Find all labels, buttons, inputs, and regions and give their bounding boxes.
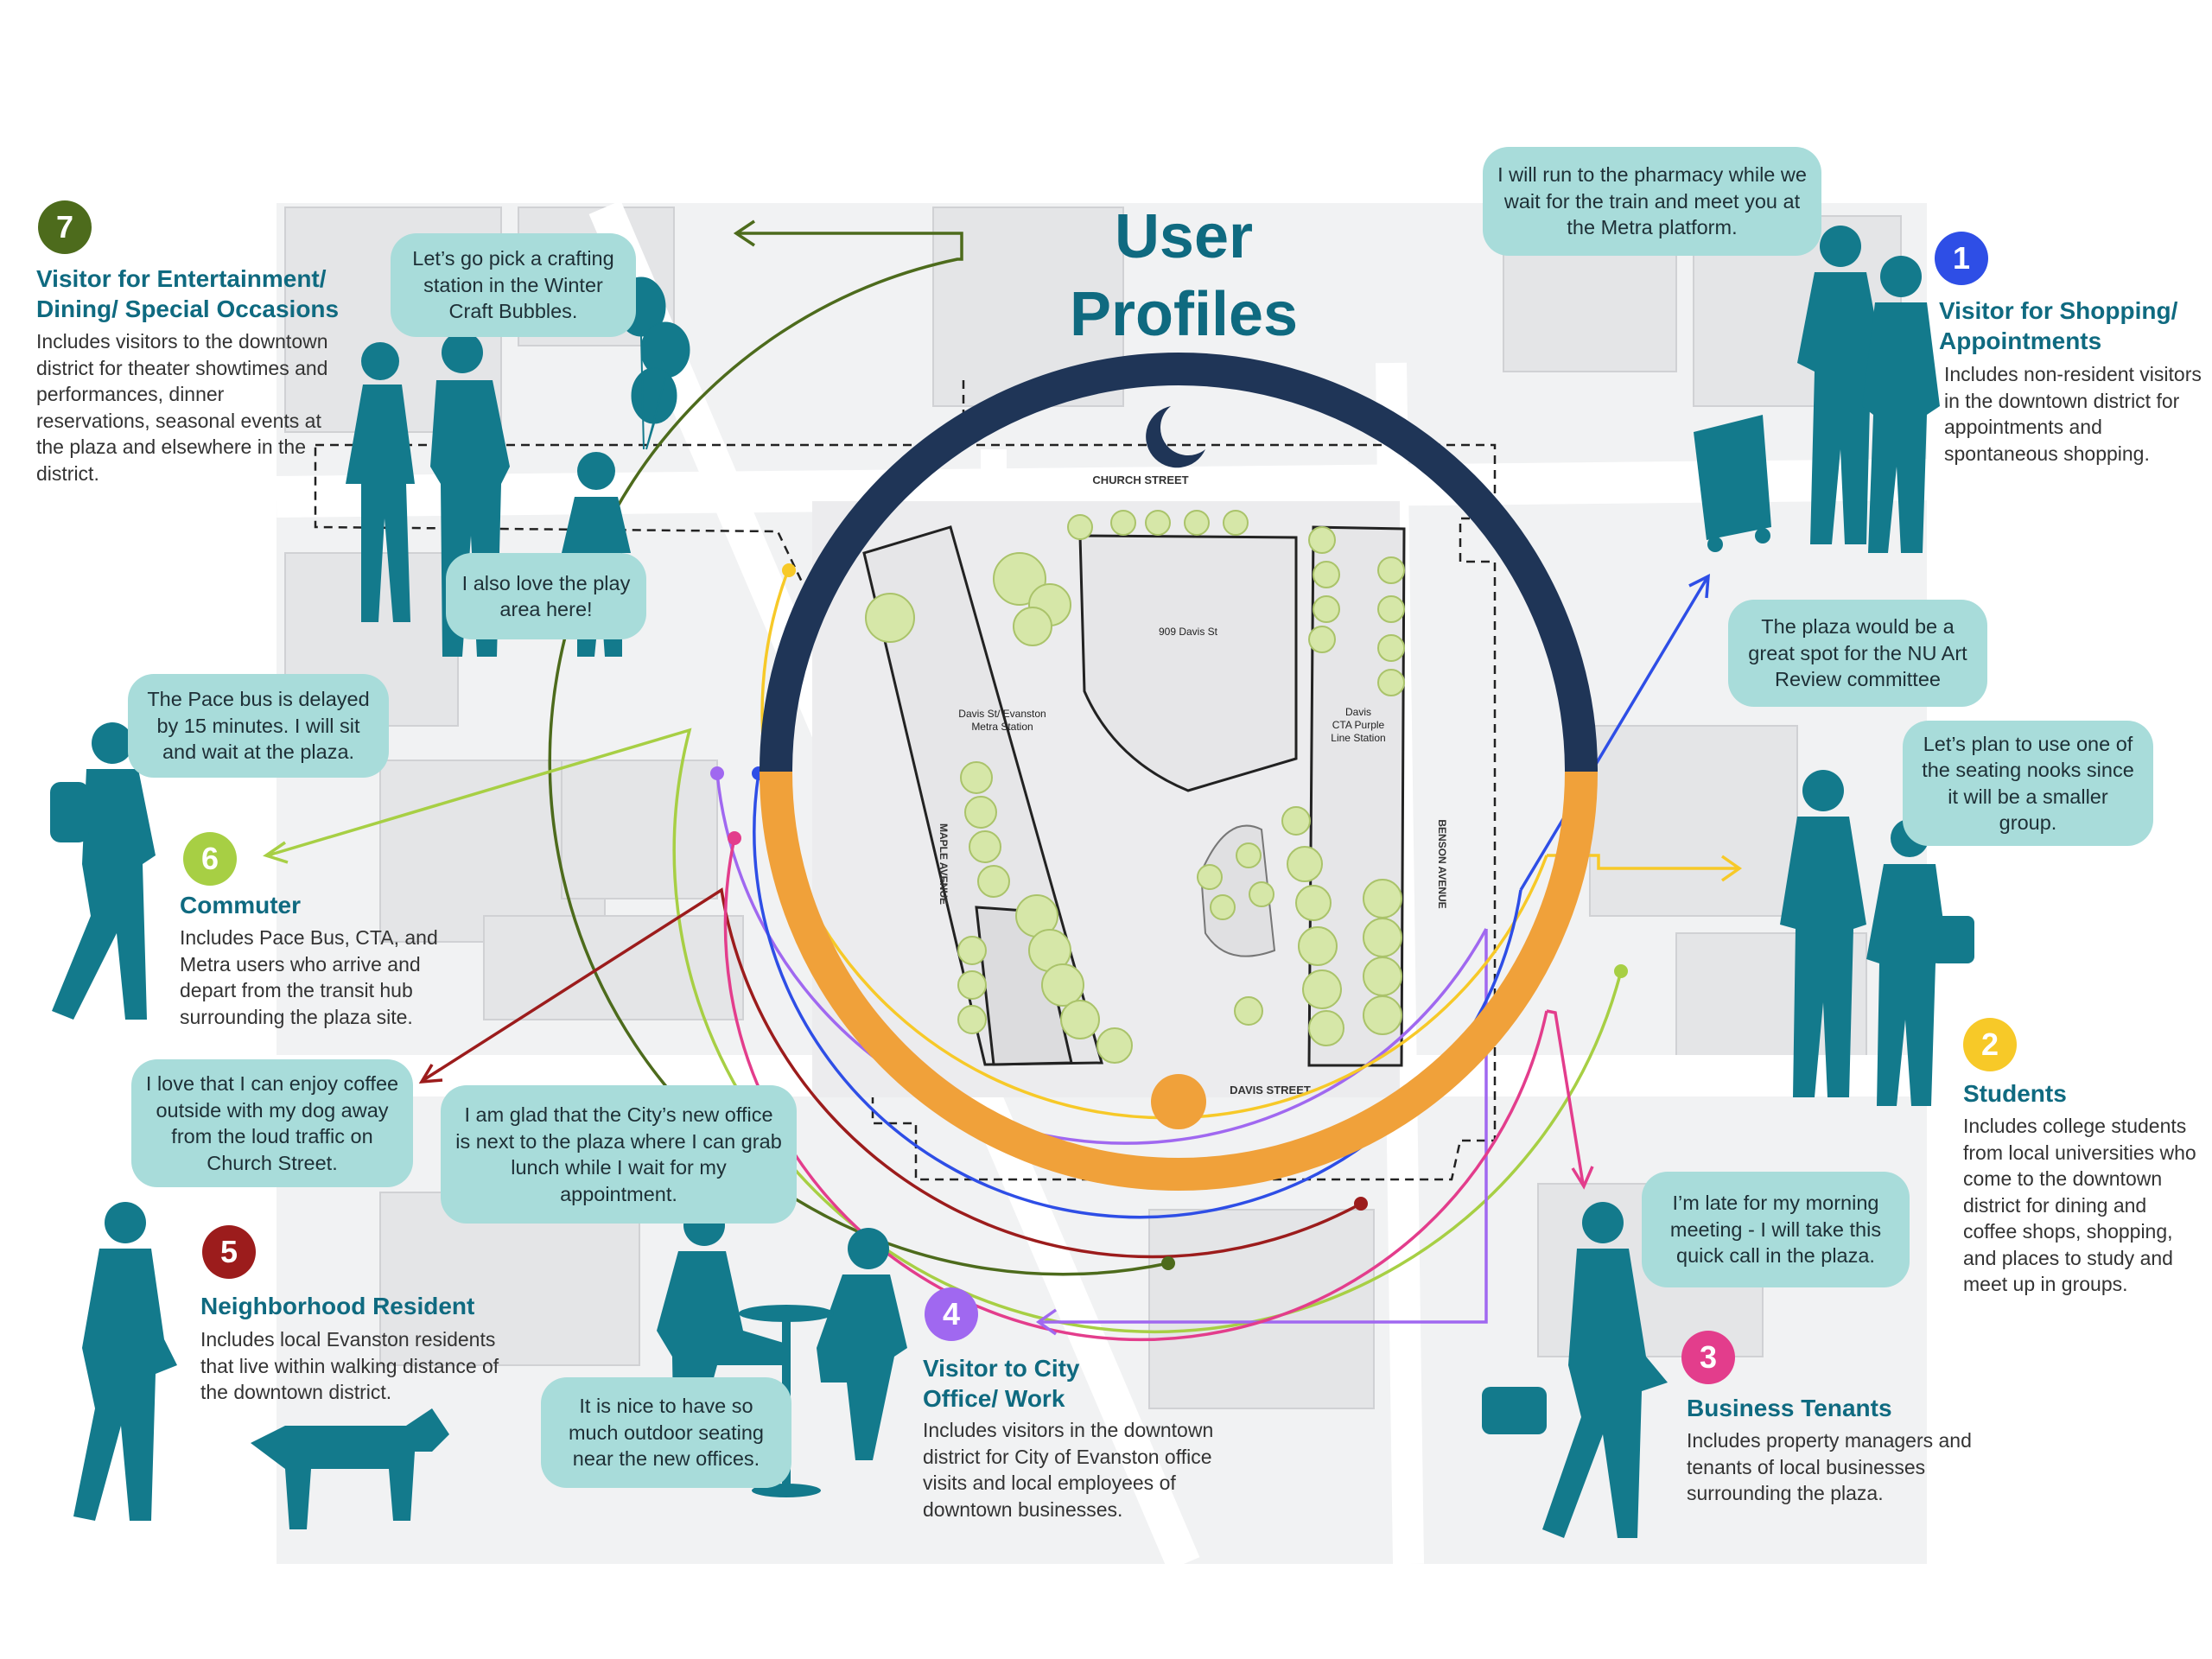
- site-plan: CHURCH STREET DAVIS STREET MAPLE AVENUE …: [812, 474, 1448, 1097]
- label-church-street: CHURCH STREET: [1092, 474, 1188, 486]
- arc-arrowheads: [263, 219, 1743, 1336]
- arc-p7-olive: [548, 232, 1169, 1276]
- ring-day-half: [760, 771, 1598, 1191]
- quote-crafting: Let’s go pick a crafting station in the …: [391, 233, 636, 337]
- profile-1-title-line2: Appointments: [1939, 327, 2102, 354]
- quote-art-review: The plaza would be a great spot for the …: [1728, 600, 1987, 707]
- label-909-davis: 909 Davis St: [1159, 626, 1218, 638]
- building-909-davis: [1078, 534, 1298, 792]
- profile-7-title-line1: Visitor for Entertainment/: [36, 265, 327, 292]
- arc-p3-pink: [723, 837, 1585, 1342]
- label-maple-avenue: MAPLE AVENUE: [938, 823, 950, 905]
- profile-1-description: Includes non-resident visitors in the do…: [1944, 363, 2202, 465]
- profile-3-title: Business Tenants: [1687, 1395, 1892, 1421]
- quote-city-office: I am glad that the City’s new office is …: [441, 1085, 797, 1224]
- profile-2-description: Includes college students from local uni…: [1963, 1115, 2196, 1295]
- sun-icon: [1151, 1074, 1206, 1129]
- profile-3-description: Includes property managers and tenants o…: [1687, 1429, 1972, 1504]
- profile-7-description: Includes visitors to the downtown distri…: [36, 330, 328, 485]
- label-cta-line2: CTA Purple: [1332, 719, 1385, 731]
- label-davis-street: DAVIS STREET: [1230, 1084, 1311, 1096]
- quote-play-area: I also love the play area here!: [446, 553, 646, 639]
- profile-6-description: Includes Pace Bus, CTA, and Metra users …: [180, 926, 438, 1028]
- profile-2-title: Students: [1963, 1080, 2067, 1107]
- profile-3-badge: 3: [1681, 1331, 1735, 1384]
- label-metra-line1: Davis St/ Evanston: [958, 708, 1046, 720]
- label-benson-avenue: BENSON AVENUE: [1436, 819, 1448, 908]
- person-3-icon: [1482, 1202, 1668, 1538]
- quote-late-meeting: I’m late for my morning meeting - I will…: [1642, 1172, 1910, 1287]
- quote-pharmacy: I will run to the pharmacy while we wait…: [1483, 147, 1821, 256]
- moon-icon: [1146, 406, 1205, 468]
- label-metra-line2: Metra Station: [971, 721, 1033, 733]
- title-line-user: User: [1114, 202, 1254, 271]
- profile-7-badge: 7: [38, 200, 92, 254]
- quote-outdoor-seating: It is nice to have so much outdoor seati…: [541, 1377, 791, 1488]
- profile-1-badge: 1: [1935, 232, 1988, 285]
- profile-4-title-line1: Visitor to City: [923, 1355, 1080, 1382]
- profile-4-title-line2: Office/ Work: [923, 1385, 1065, 1412]
- dog-icon: [251, 1408, 449, 1529]
- trees: [865, 510, 1405, 1064]
- label-cta-line1: Davis: [1345, 706, 1371, 718]
- ring-night-half: [760, 353, 1598, 772]
- profile-5-badge: 5: [202, 1225, 256, 1279]
- arc-p6-green: [267, 728, 1623, 1333]
- person-6-icon: [50, 722, 156, 1020]
- profile-5-title: Neighborhood Resident: [200, 1293, 475, 1319]
- quote-pace-bus: The Pace bus is delayed by 15 minutes. I…: [128, 674, 389, 778]
- arc-p4-return: [1041, 929, 1488, 1324]
- profile-2-badge: 2: [1963, 1018, 2017, 1071]
- arc-p5-red: [423, 887, 1362, 1259]
- label-cta-line3: Line Station: [1331, 732, 1385, 744]
- profile-1-title-line1: Visitor for Shopping/: [1939, 297, 2178, 324]
- profile-6-badge: 6: [183, 832, 237, 886]
- profile-7-title-line2: Dining/ Special Occasions: [36, 296, 340, 322]
- profile-4-badge: 4: [925, 1287, 978, 1341]
- journey-arcs: [267, 232, 1737, 1342]
- title-line-profiles: Profiles: [1069, 280, 1299, 349]
- profile-4-description: Includes visitors in the downtown distri…: [923, 1419, 1214, 1521]
- people-silhouettes: [50, 226, 1974, 1538]
- person-5-icon: [73, 1202, 449, 1529]
- profile-6-title: Commuter: [180, 892, 302, 918]
- person-group-1-icon: [1694, 226, 1940, 553]
- profile-5-description: Includes local Evanston residents that l…: [200, 1328, 499, 1403]
- quote-coffee-dog: I love that I can enjoy coffee outside w…: [131, 1059, 413, 1187]
- luggage-cart-icon: [1694, 415, 1771, 540]
- quote-seating-nooks: Let’s plan to use one of the seating noo…: [1903, 721, 2153, 846]
